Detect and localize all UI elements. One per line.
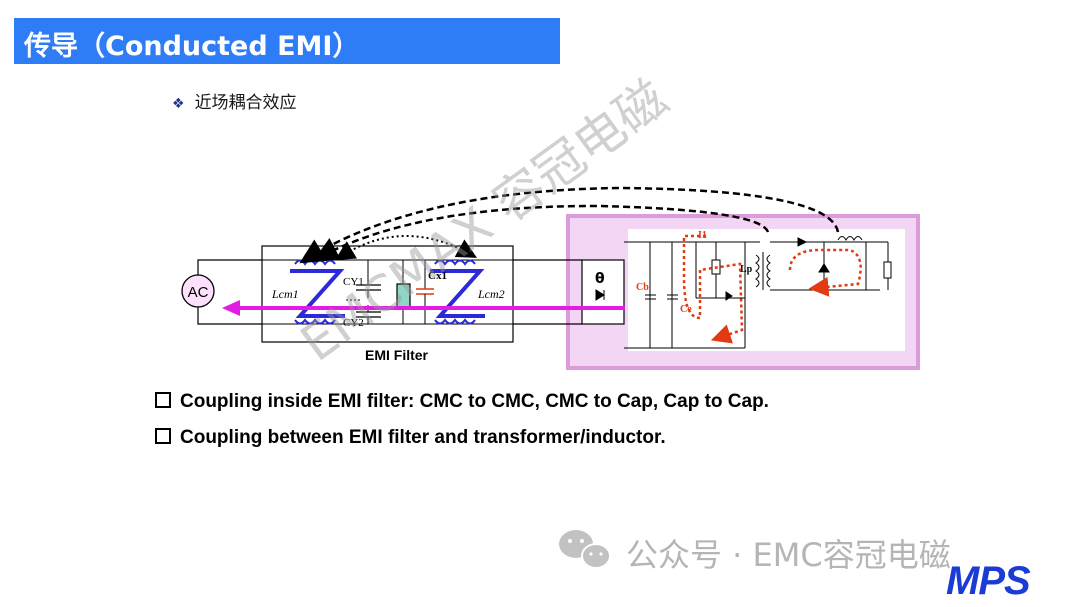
cmc2-top-winding — [434, 259, 476, 266]
i1-label: I1 — [698, 230, 707, 241]
cy1-label: CY1 — [343, 276, 364, 288]
title-bar: 传导（Conducted EMI） — [14, 18, 560, 64]
cmc2-core — [430, 269, 485, 318]
ac-wire-top — [197, 259, 262, 275]
emi-filter-label: EMI Filter — [365, 347, 429, 363]
cmc1-bottom-winding — [294, 318, 336, 325]
bullet-text: 近场耦合效应 — [194, 93, 297, 113]
coupling-point-1-text: Coupling inside EMI filter: CMC to CMC, … — [180, 391, 769, 412]
checkbox-bullet-icon — [155, 392, 171, 408]
lcm2-label: Lcm2 — [477, 287, 505, 301]
cb-label: Cb — [636, 282, 649, 293]
current-loop-secondary — [788, 248, 862, 297]
cmc1-core — [290, 269, 345, 318]
channel-watermark: 公众号 · EMC容冠电磁 — [626, 536, 951, 574]
diamond-bullet-icon: ❖ — [172, 96, 185, 112]
ac-label: AC — [188, 284, 209, 301]
page-title: 传导（Conducted EMI） — [24, 31, 360, 62]
lcm1-label: Lcm1 — [271, 287, 299, 301]
bridge-rectifier — [581, 259, 625, 325]
lp-label: Lp — [740, 264, 753, 275]
cx1-label: Cx1 — [428, 270, 447, 282]
coupling-arc-inner — [334, 235, 477, 261]
checkbox-bullet-icon — [155, 428, 171, 444]
coupling-arc-output — [299, 186, 840, 264]
bridge-symbol: θ — [595, 271, 605, 287]
ac-wire-bottom — [197, 307, 262, 325]
cy2-label: CY2 — [343, 317, 364, 329]
mps-logo-text: MPS — [946, 559, 1031, 603]
coupling-point-1: Coupling inside EMI filter: CMC to CMC, … — [155, 391, 769, 413]
cmc2-bottom-winding — [434, 318, 476, 325]
smps-label: SMPS — [802, 331, 845, 348]
noise-arrow-head — [222, 300, 240, 316]
section-bullet: ❖ 近场耦合效应 — [172, 88, 297, 113]
coupling-arc-lp — [313, 204, 770, 261]
coupling-point-2: Coupling between EMI filter and transfor… — [155, 427, 666, 449]
coupling-point-2-text: Coupling between EMI filter and transfor… — [180, 427, 666, 448]
ce-label: Ce — [680, 304, 692, 315]
